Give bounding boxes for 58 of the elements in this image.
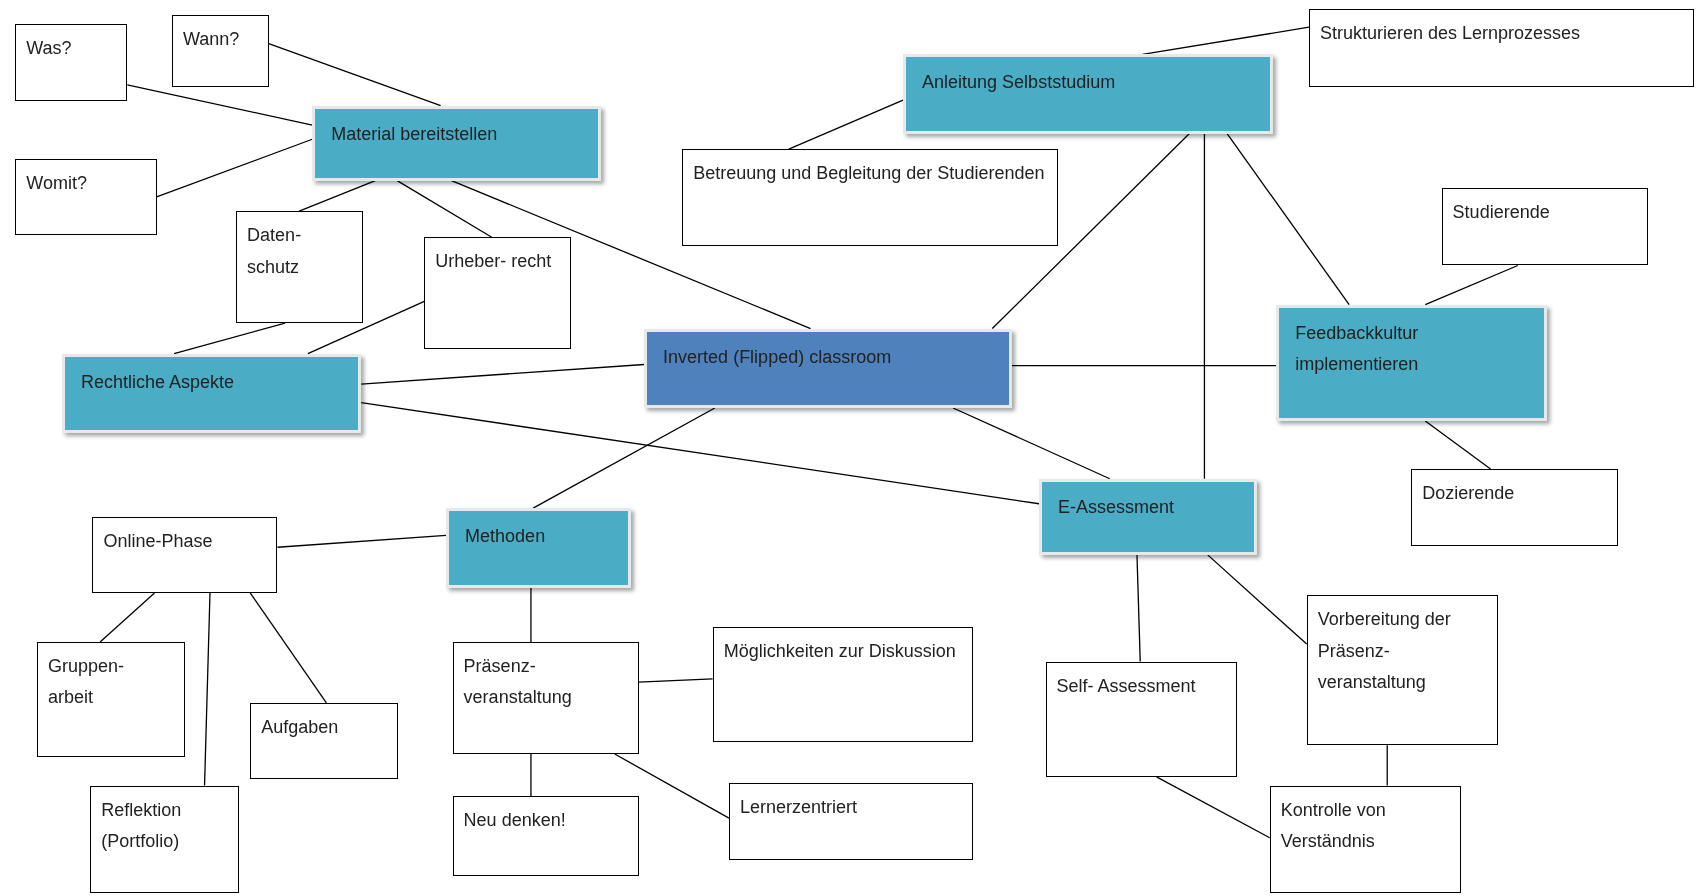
text-box: Dozierende xyxy=(1411,468,1618,547)
text-box: Möglichkeiten zur Diskussion xyxy=(712,626,973,742)
text-box: Gruppen- arbeit xyxy=(37,641,185,758)
text-box: Lernerzentriert xyxy=(728,783,973,860)
text-box: Womit? xyxy=(15,158,157,235)
text-box: Betreuung und Begleitung der Studierenden xyxy=(682,149,1058,246)
connector-line xyxy=(1203,133,1206,480)
connector-line xyxy=(1424,420,1492,470)
text-box: Self- Assessment xyxy=(1045,661,1238,777)
text-box: Vorbereitung der Präsenz- veranstaltung xyxy=(1306,595,1499,746)
connector-line xyxy=(126,84,313,126)
text-box: Kontrolle von Verständnis xyxy=(1269,785,1462,894)
connector-line xyxy=(638,678,714,683)
connector-line xyxy=(952,407,1111,480)
connector-line xyxy=(249,592,328,704)
text-box: Reflektion (Portfolio) xyxy=(90,785,240,894)
text-box: Aufgaben xyxy=(250,702,399,779)
connector-line xyxy=(396,179,493,238)
connector-line xyxy=(1011,364,1277,367)
connector-line xyxy=(298,179,376,212)
connector-line xyxy=(530,586,532,643)
connector-line xyxy=(788,99,904,150)
topic-box: E-Assessment xyxy=(1039,478,1257,555)
connector-line xyxy=(173,322,286,355)
connector-line xyxy=(614,753,730,819)
connector-line xyxy=(156,138,313,198)
connector-line xyxy=(991,133,1190,330)
connector-line xyxy=(99,592,156,643)
text-box: Neu denken! xyxy=(452,796,639,876)
connector-line xyxy=(1136,554,1141,663)
topic-box: Rechtliche Aspekte xyxy=(62,353,362,433)
central-topic-box: Inverted (Flipped) classroom xyxy=(644,328,1012,408)
connector-line xyxy=(203,592,211,787)
topic-box: Anleitung Selbststudium xyxy=(903,54,1273,134)
text-box: Urheber- recht xyxy=(424,237,572,350)
connector-line xyxy=(1424,264,1519,306)
connector-line xyxy=(307,300,425,355)
connector-line xyxy=(360,363,645,385)
topic-box: Feedbackkultur implementieren xyxy=(1276,304,1548,422)
connector-line xyxy=(1386,744,1388,787)
connector-line xyxy=(276,534,447,548)
text-box: Daten- schutz xyxy=(236,211,364,324)
topic-box: Methoden xyxy=(446,508,632,588)
text-box: Wann? xyxy=(171,15,269,87)
text-box: Strukturieren des Lernprozesses xyxy=(1308,8,1694,88)
text-box: Online-Phase xyxy=(92,516,278,593)
connector-line xyxy=(532,407,716,509)
connector-line xyxy=(268,42,442,107)
connector-line xyxy=(450,179,812,330)
connector-line xyxy=(530,753,532,798)
connector-line xyxy=(1207,554,1308,645)
text-box: Präsenz- veranstaltung xyxy=(452,641,639,754)
connector-line xyxy=(360,401,1040,505)
text-box: Studierende xyxy=(1441,188,1649,266)
connector-line xyxy=(1226,133,1350,306)
connector-line xyxy=(1155,776,1271,839)
text-box: Was? xyxy=(15,23,128,102)
topic-box: Material bereitstellen xyxy=(312,105,601,181)
